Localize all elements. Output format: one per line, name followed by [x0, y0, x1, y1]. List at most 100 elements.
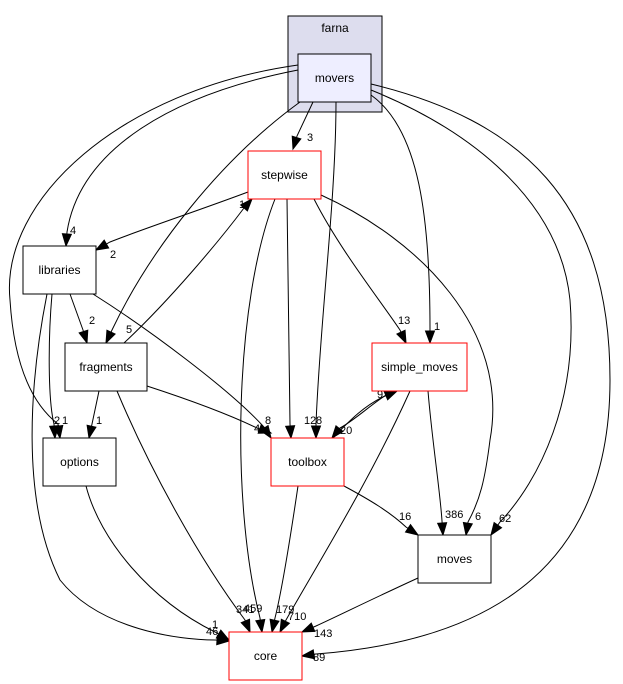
edge-moves-core[interactable]: 143 — [300, 577, 419, 640]
edge-line — [332, 390, 398, 439]
edge-line — [65, 69, 299, 247]
edge-libraries-options[interactable]: 1 — [48, 293, 68, 440]
edge-movers-fragments[interactable]: 5 — [105, 101, 301, 345]
edge-stepwise-libraries[interactable]: 2 — [94, 191, 249, 261]
node-libraries[interactable]: libraries — [22, 245, 97, 295]
edge-count-label[interactable]: 1 — [239, 199, 245, 211]
edge-count-label[interactable]: 2 — [54, 415, 60, 427]
edge-line — [8, 64, 299, 439]
edge-count-label[interactable]: 89 — [313, 652, 325, 664]
edge-line — [313, 198, 407, 344]
edge-count-label[interactable]: 9 — [377, 389, 383, 401]
edge-count-label[interactable]: 341 — [236, 604, 254, 616]
node-box — [22, 245, 97, 295]
arrowhead-icon — [396, 329, 407, 345]
edge-movers-moves[interactable]: 62 — [370, 89, 572, 537]
edge-movers-core[interactable]: 89 — [300, 83, 611, 664]
edge-line — [315, 101, 337, 438]
edge-line — [116, 390, 251, 633]
edge-line — [123, 198, 253, 344]
arrowhead-icon — [490, 521, 503, 537]
node-box — [270, 437, 345, 487]
edge-count-label[interactable]: 2 — [110, 249, 116, 261]
edge-fragments-core[interactable]: 341 — [116, 390, 254, 634]
edge-line — [370, 94, 431, 343]
arrowhead-icon — [86, 424, 97, 440]
node-box — [247, 150, 322, 200]
edge-simple-moves-core[interactable]: 179 — [276, 390, 411, 634]
nodes: movers stepwise libraries fragments options s… — [22, 53, 492, 681]
node-box — [228, 631, 303, 681]
arrowhead-icon — [240, 618, 251, 634]
arrowhead-icon — [48, 425, 60, 440]
node-label: fragments — [79, 360, 132, 374]
edge-count-label[interactable]: 1 — [212, 619, 218, 631]
edge-count-label[interactable]: 143 — [314, 628, 332, 640]
arrowhead-icon — [462, 521, 474, 537]
edge-count-label[interactable]: 2 — [89, 315, 95, 327]
edge-fragments-options[interactable]: 1 — [86, 390, 102, 440]
edge-count-label[interactable]: 62 — [499, 513, 511, 525]
edge-count-label[interactable]: 710 — [288, 611, 306, 623]
edge-line — [320, 194, 494, 536]
edge-options-core[interactable]: 1 — [85, 485, 231, 641]
node-options[interactable]: options — [42, 437, 117, 487]
node-movers[interactable]: movers — [297, 53, 372, 103]
arrowhead-icon — [78, 329, 89, 345]
node-label: stepwise — [261, 168, 308, 182]
edge-stepwise-simple-moves[interactable]: 13 — [313, 198, 410, 345]
edge-count-label[interactable]: 20 — [340, 425, 352, 437]
edge-count-label[interactable]: 4 — [254, 423, 260, 435]
edge-line — [301, 83, 611, 657]
edge-stepwise-core[interactable]: 459 — [240, 198, 276, 634]
arrowhead-icon — [300, 649, 316, 660]
edge-toolbox-core[interactable]: 710 — [269, 485, 306, 634]
node-stepwise[interactable]: stepwise — [247, 150, 322, 200]
edge-movers-stepwise[interactable]: 3 — [291, 101, 314, 151]
arrowhead-icon — [239, 197, 253, 212]
node-moves[interactable]: moves — [417, 534, 492, 584]
edge-libraries-fragments[interactable]: 2 — [69, 293, 95, 345]
edge-line — [92, 293, 272, 439]
arrowhead-icon — [105, 329, 116, 345]
node-label: moves — [437, 552, 472, 566]
edge-count-label[interactable]: 13 — [398, 315, 410, 327]
edge-count-label[interactable]: 3 — [307, 132, 313, 144]
edge-toolbox-moves[interactable]: 16 — [343, 485, 420, 536]
edge-count-label[interactable]: 1 — [434, 321, 440, 333]
edge-stepwise-toolbox[interactable]: 12 — [284, 198, 317, 440]
edge-line — [427, 390, 444, 536]
edge-count-label[interactable]: 12 — [304, 415, 316, 427]
edge-movers-toolbox[interactable]: 8 — [310, 101, 337, 440]
node-core[interactable]: core — [228, 631, 303, 681]
edge-stepwise-moves[interactable]: 6 — [320, 194, 494, 537]
node-fragments[interactable]: fragments — [64, 342, 148, 392]
edge-count-label[interactable]: 6 — [475, 511, 481, 523]
edge-line — [31, 293, 230, 642]
edge-count-label[interactable]: 1 — [62, 415, 68, 427]
edge-movers-simple-moves[interactable]: 1 — [370, 94, 440, 345]
edge-fragments-toolbox[interactable]: 4 — [146, 385, 273, 435]
edge-count-label[interactable]: 8 — [316, 415, 322, 427]
edge-count-label[interactable]: 4 — [70, 225, 76, 237]
node-simple-moves[interactable]: simple_moves — [371, 342, 468, 392]
edge-count-label[interactable]: 1 — [96, 415, 102, 427]
edge-line — [48, 293, 56, 439]
arrowhead-icon — [383, 390, 399, 401]
edge-count-label[interactable]: 16 — [399, 511, 411, 523]
edge-count-label[interactable]: 5 — [126, 324, 132, 336]
arrowhead-icon — [61, 233, 73, 248]
edge-count-label[interactable]: 179 — [276, 604, 294, 616]
edge-count-label[interactable]: 8 — [265, 415, 271, 427]
edge-fragments-stepwise[interactable]: 1 — [123, 197, 253, 344]
edge-count-label[interactable]: 459 — [244, 603, 262, 615]
node-box — [371, 342, 468, 392]
edge-toolbox-simple-moves[interactable]: 9 — [332, 389, 399, 439]
arrowhead-icon — [94, 239, 110, 251]
edge-count-label[interactable]: 386 — [445, 509, 463, 521]
edge-movers-libraries[interactable]: 4 — [61, 69, 299, 248]
edge-simple-moves-moves[interactable]: 386 — [427, 390, 463, 537]
cluster-farna-label: farna — [321, 21, 349, 35]
node-box — [42, 437, 117, 487]
node-toolbox[interactable]: toolbox — [270, 437, 345, 487]
